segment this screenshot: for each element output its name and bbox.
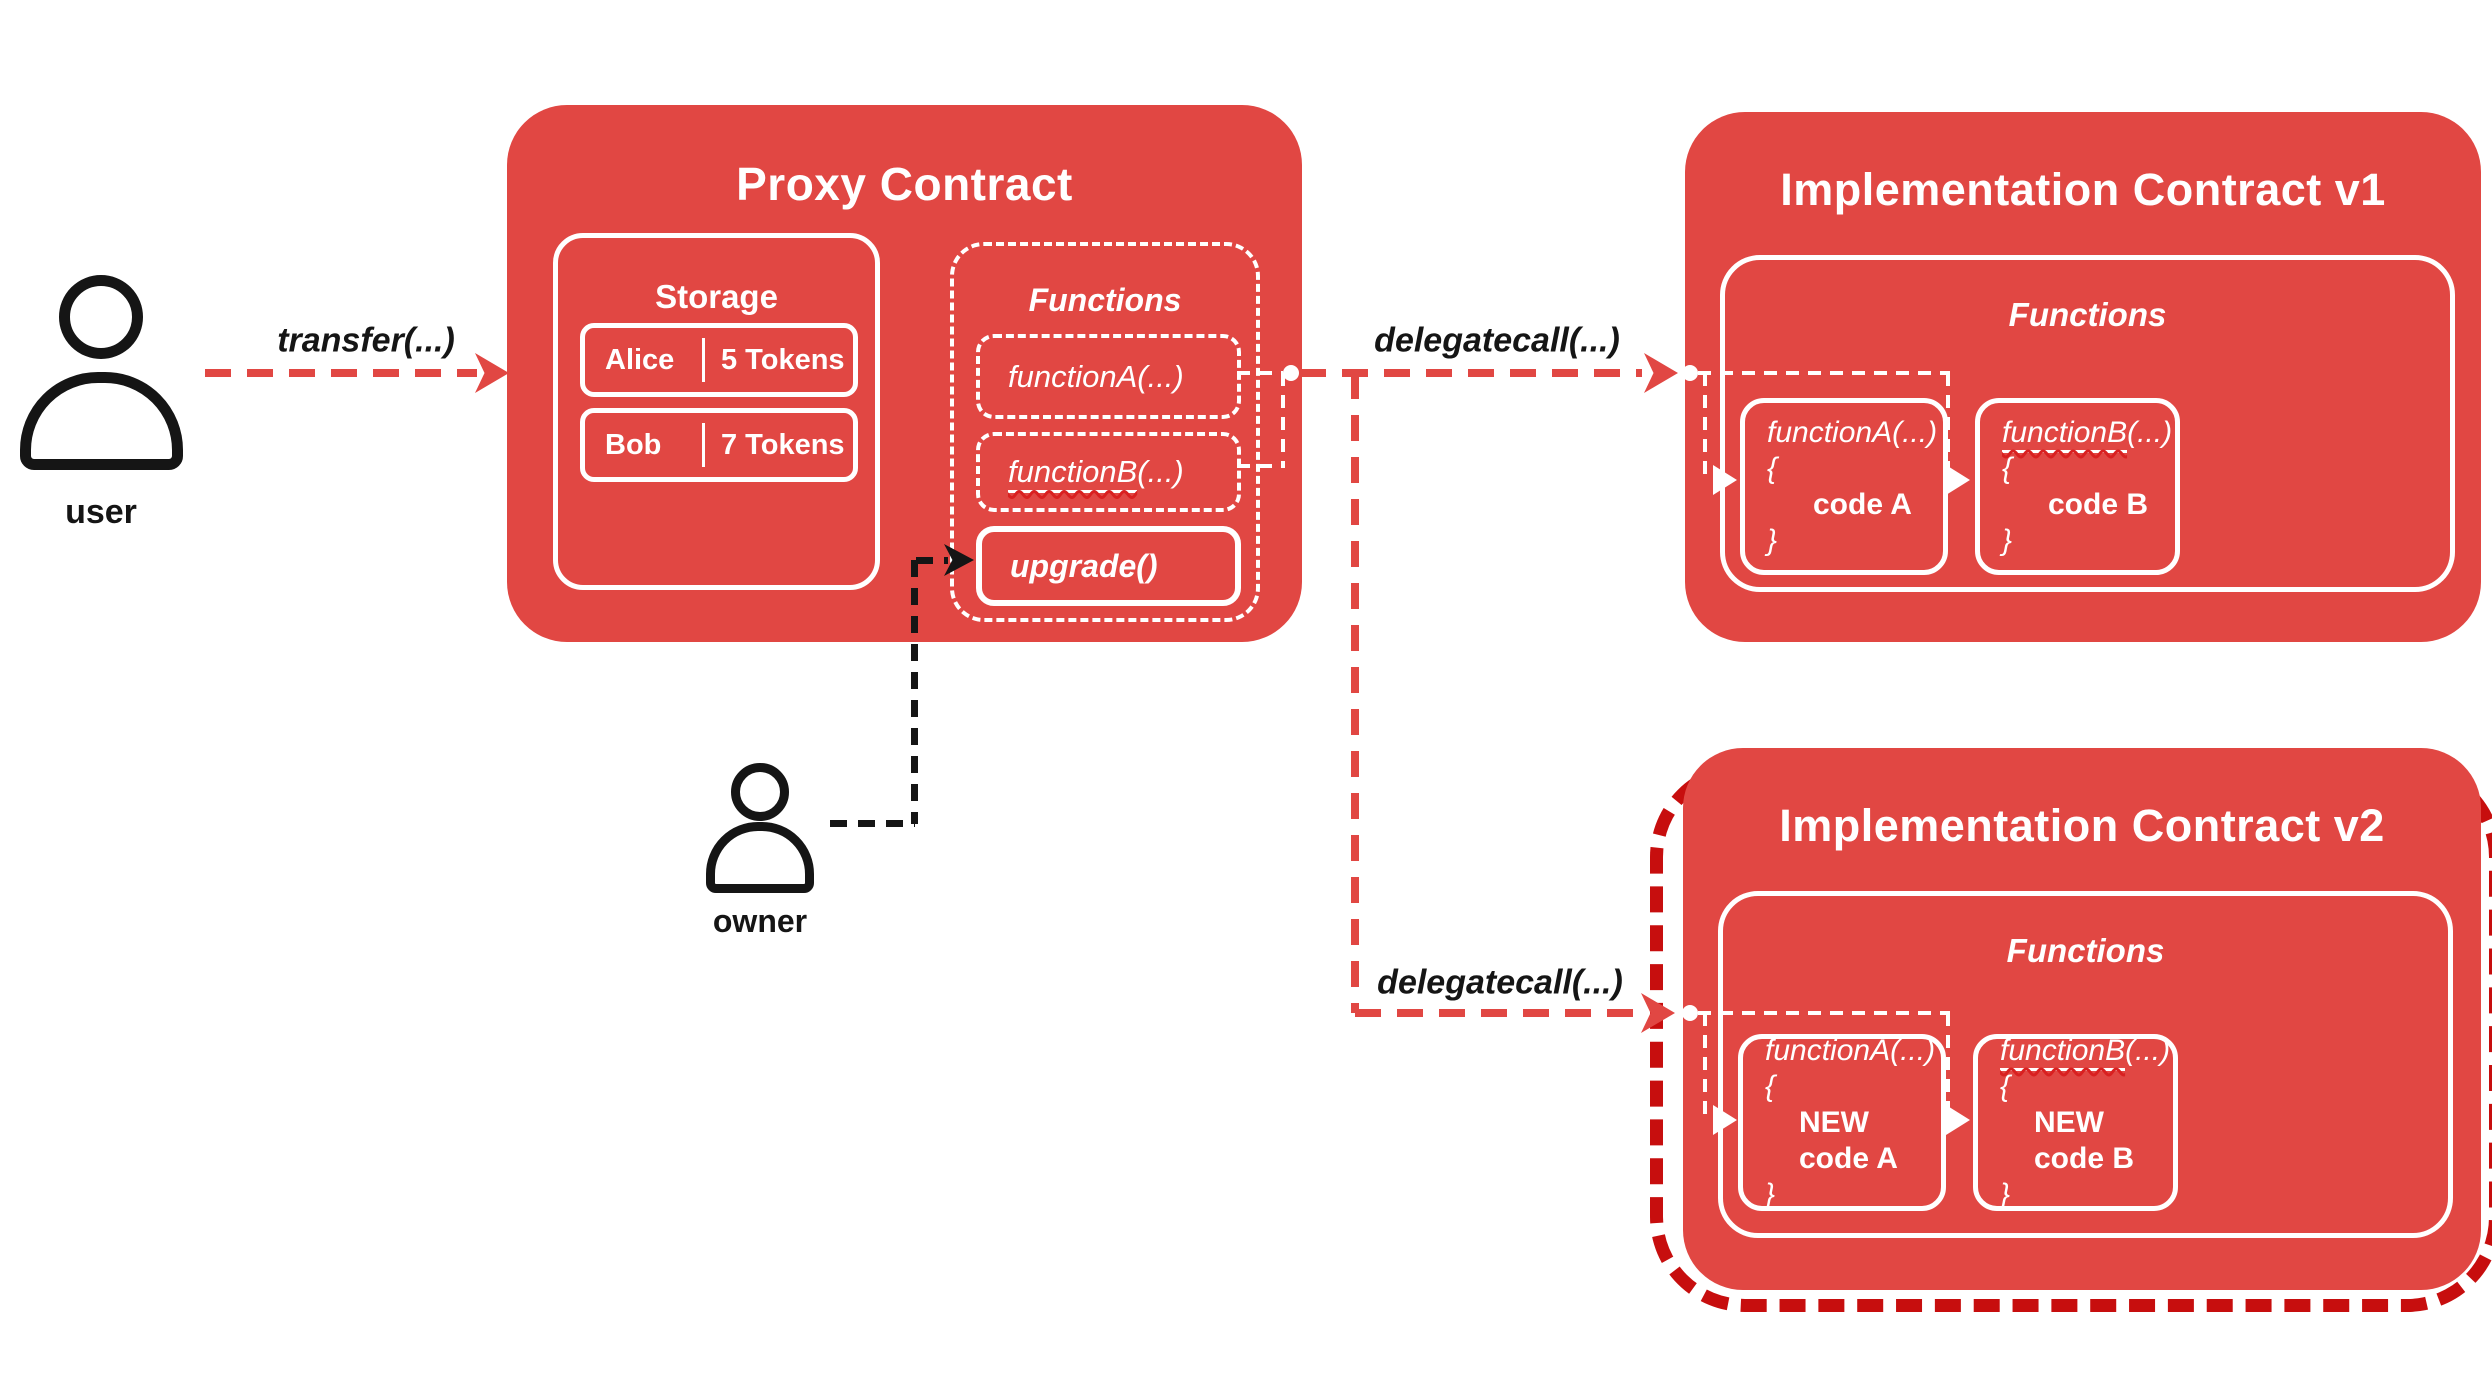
implementation-v2-functions-title: Functions (2006, 932, 2165, 969)
v2-functionB-args: (...) { (2000, 1033, 2171, 1103)
v1-functionA-close: } (1767, 523, 1778, 557)
v1-functionA-box: functionA(...) { code A } (1740, 398, 1948, 575)
v2-functionB-name: functionB (2000, 1033, 2126, 1067)
delegatecall-branch-line (1351, 373, 1359, 1013)
v2-connector-dot (1682, 1005, 1698, 1021)
storage-row-divider (702, 423, 705, 467)
owner-line-to-upgrade (916, 557, 948, 564)
v2-dispatch-line (1698, 1011, 1950, 1015)
user-label: user (65, 493, 137, 531)
delegatecall-v1-line (1300, 369, 1642, 377)
owner-label: owner (712, 903, 808, 939)
implementation-v1-title: Implementation Contract v1 (1780, 164, 2386, 215)
delegatecall-v2-label: delegatecall(...) (1377, 963, 1623, 1002)
proxy-title: Proxy Contract (736, 158, 1073, 210)
transfer-arrowhead (475, 353, 509, 393)
v2-functionB-drop (1946, 1013, 1950, 1120)
delegatecall-v1-label: delegatecall(...) (1374, 321, 1620, 360)
v2-functionB-close: } (2000, 1177, 2011, 1211)
v2-functionB-box: functionB(...) { NEW code B } (1973, 1033, 2178, 1211)
v2-functionA-body: NEW code A (1799, 1105, 1898, 1175)
proxy-functionA-connector (1237, 371, 1283, 375)
v1-functionB-close: } (2002, 523, 2013, 557)
storage-row-alice: Alice 5 Tokens (580, 323, 858, 397)
transfer-label: transfer(...) (277, 321, 455, 360)
implementation-v1-functions-box: Functions functionA(...) { code A } func… (1720, 255, 2455, 592)
v1-functionA-body: code A (1813, 487, 1912, 521)
proxy-functionB-box: functionB(...) (976, 432, 1241, 512)
v1-functionA-drop (1703, 373, 1707, 480)
v1-functionB-name: functionB (2002, 415, 2128, 449)
v1-functionB-box: functionB(...) { code B } (1975, 398, 2180, 575)
proxy-functionA-box: functionA(...) (976, 334, 1241, 419)
storage-row-name: Bob (605, 428, 662, 461)
proxy-contract-box: Proxy Contract Storage Alice 5 Tokens Bo… (507, 105, 1302, 642)
proxy-functionB-connector (1237, 464, 1283, 468)
v2-functionA-close: } (1765, 1177, 1776, 1211)
proxy-connector-dot (1283, 365, 1299, 381)
implementation-v1-box: Implementation Contract v1 Functions fun… (1685, 112, 2481, 642)
v1-functionB-body: code B (2048, 487, 2149, 521)
v2-functionB-body: NEW code B (2034, 1105, 2135, 1175)
implementation-v1-functions-title: Functions (2008, 296, 2167, 333)
storage-row-divider (702, 338, 705, 382)
proxy-functions-title: Functions (1028, 282, 1182, 318)
owner-line-horizontal (830, 820, 915, 827)
v1-connector-dot (1682, 365, 1698, 381)
v1-functionB-drop (1946, 373, 1950, 480)
proxy-functionB-args: (...) (1137, 454, 1184, 489)
storage-row-name: Alice (605, 343, 675, 376)
v1-functionB-args: (...) { (2002, 415, 2173, 485)
upgrade-label: upgrade() (1010, 547, 1158, 584)
implementation-v2-box: Implementation Contract v2 Functions fun… (1683, 748, 2481, 1290)
transfer-line (205, 369, 477, 377)
storage-box: Storage Alice 5 Tokens Bob 7 Tokens (553, 233, 880, 590)
user-icon-body (20, 372, 183, 470)
implementation-v2-title: Implementation Contract v2 (1779, 800, 2385, 851)
owner-icon (731, 763, 789, 821)
v2-functionA-drop (1703, 1013, 1707, 1120)
v2-functionA-box: functionA(...) { NEW code A } (1738, 1034, 1946, 1211)
implementation-v2-functions-box: Functions functionA(...) { NEW code A } … (1718, 891, 2453, 1238)
storage-row-value: 7 Tokens (721, 428, 845, 461)
v1-functionA-signature: functionA(...) { (1767, 415, 1938, 485)
proxy-functionA-label: functionA(...) (1008, 358, 1184, 394)
storage-row-value: 5 Tokens (721, 343, 845, 376)
owner-line-vertical (911, 560, 918, 824)
delegatecall-v1-arrowhead (1644, 353, 1678, 393)
proxy-functionB-name: functionB (1008, 454, 1138, 489)
proxy-functionB-connector-riser (1281, 373, 1285, 468)
delegatecall-v2-line (1355, 1009, 1640, 1017)
v2-functionA-signature: functionA(...) { (1765, 1033, 1936, 1103)
owner-icon-body (706, 822, 814, 893)
upgrade-box: upgrade() (976, 526, 1241, 606)
storage-row-bob: Bob 7 Tokens (580, 408, 858, 482)
v1-dispatch-line (1698, 371, 1950, 375)
storage-title: Storage (655, 278, 778, 315)
user-icon (59, 275, 143, 359)
proxy-functions-box: Functions functionA(...) functionB(...) … (950, 242, 1260, 622)
